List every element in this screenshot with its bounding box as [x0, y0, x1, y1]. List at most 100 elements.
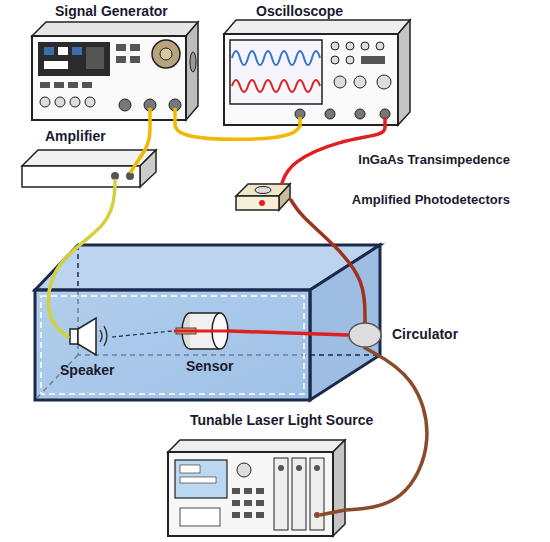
optical-fiber	[230, 331, 348, 335]
amplifier-drawing	[22, 150, 156, 187]
fiber-stub	[383, 117, 387, 125]
node-label: Tunable Laser Light Source	[190, 412, 373, 429]
port	[314, 512, 320, 518]
chamber-body	[35, 245, 380, 400]
laser-screen	[175, 460, 227, 498]
knob	[160, 48, 172, 60]
port	[278, 465, 284, 471]
device-front	[236, 196, 279, 210]
photodetector-drawing	[236, 184, 290, 210]
optical-fiber	[346, 348, 427, 510]
node-label: Speaker	[60, 362, 114, 379]
button	[232, 488, 240, 494]
device-side	[279, 184, 290, 210]
button	[82, 82, 92, 88]
photodetector-node: InGaAs Transimpedence Amplified Photodet…	[234, 183, 291, 211]
signal-cable	[175, 120, 300, 139]
red-trace	[232, 80, 320, 92]
fiber-stub	[320, 510, 345, 515]
device-front	[224, 34, 398, 125]
screen-key	[72, 47, 82, 55]
bnc-connector	[355, 109, 365, 119]
scope-screen	[230, 40, 322, 104]
button	[346, 42, 354, 50]
chamber-side	[310, 245, 380, 400]
circulator-node: Circulator	[348, 322, 382, 348]
circulator-outline	[348, 322, 382, 348]
device-front	[32, 36, 186, 120]
device-side	[333, 440, 345, 536]
device-top	[168, 440, 345, 452]
button	[116, 56, 126, 63]
button	[256, 488, 264, 494]
detector-window	[255, 187, 271, 194]
button	[244, 500, 252, 506]
button	[331, 56, 339, 64]
button	[361, 42, 369, 50]
sensor-outline	[190, 348, 220, 350]
bnc-connector	[126, 172, 134, 180]
sensor-node: Sensor	[172, 310, 230, 352]
button	[232, 512, 240, 518]
button	[130, 44, 140, 51]
device-screen	[38, 42, 110, 76]
signal-generator-drawing	[32, 22, 198, 120]
button	[244, 488, 252, 494]
blue-trace	[232, 51, 320, 65]
port	[296, 465, 302, 471]
speaker-cone	[78, 318, 96, 355]
module-slot	[274, 458, 288, 530]
button	[68, 82, 78, 88]
button	[232, 500, 240, 506]
chamber-front	[35, 290, 310, 400]
screen-key	[180, 477, 216, 483]
device-side	[398, 20, 410, 125]
acoustic-axis	[112, 331, 172, 337]
amplifier-node: Amplifier	[20, 150, 157, 187]
node-label: Signal Generator	[55, 3, 168, 20]
sound-wave	[100, 330, 102, 342]
device-front	[22, 166, 140, 187]
button	[116, 44, 126, 51]
test-chamber	[35, 245, 380, 400]
sensor-outline	[190, 312, 220, 314]
bnc-connector	[119, 99, 131, 111]
knob	[190, 52, 196, 72]
button	[256, 512, 264, 518]
sensor-drawing	[174, 313, 230, 349]
device-front	[168, 452, 333, 536]
screen-key	[44, 47, 54, 55]
signal-cable	[145, 120, 150, 150]
oscilloscope-drawing	[224, 20, 410, 125]
fiber-port	[259, 200, 265, 206]
button	[361, 56, 385, 64]
optical-fiber	[291, 200, 365, 322]
node-label: Circulator	[392, 326, 458, 343]
screen-key	[86, 47, 104, 69]
sound-wave	[104, 326, 107, 346]
button	[376, 42, 384, 50]
optical-fiber	[174, 330, 230, 333]
speaker-magnet	[70, 329, 78, 344]
knob	[237, 463, 251, 477]
circulator-shape	[349, 323, 381, 347]
knob	[85, 97, 95, 107]
module-slot	[310, 458, 324, 530]
device-side	[186, 22, 198, 120]
cable-stub	[298, 117, 302, 125]
knob	[334, 76, 346, 88]
panel	[180, 508, 220, 526]
screen-key	[180, 465, 200, 473]
cable-stub	[148, 108, 152, 120]
cable-stub	[173, 108, 177, 120]
signal-generator-node: Signal Generator	[30, 22, 200, 120]
knob	[152, 40, 180, 68]
port	[314, 465, 320, 471]
laser-drawing	[168, 440, 345, 536]
node-label: Sensor	[186, 358, 233, 375]
bnc-connector	[111, 172, 119, 180]
speaker-cable	[48, 187, 115, 337]
cable-stub	[130, 150, 145, 173]
